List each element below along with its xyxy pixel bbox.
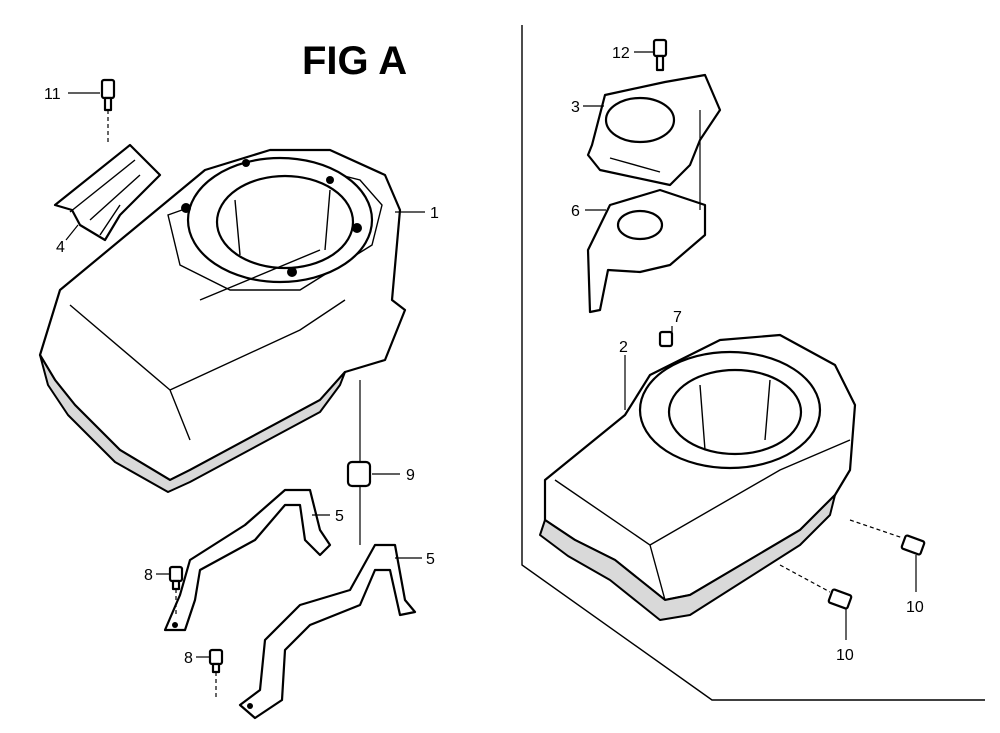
callout-7: 7 [673, 309, 682, 326]
section-divider [521, 25, 985, 701]
callout-8-upper: 8 [144, 567, 153, 584]
bolt-part-7 [658, 330, 674, 348]
bolt-part-11 [100, 78, 116, 145]
stay-part-5-upper [163, 488, 332, 632]
bolt-part-10-right [849, 519, 926, 556]
callout-3: 3 [571, 99, 580, 116]
bolt-part-12 [652, 38, 668, 72]
callout-11: 11 [44, 86, 61, 103]
bracket-part-3 [586, 73, 722, 187]
callout-12: 12 [612, 45, 630, 62]
fan-cover-part-2 [539, 333, 857, 621]
bolt-part-8-lower [208, 648, 224, 698]
callout-5-lower: 5 [426, 551, 435, 568]
callout-1: 1 [430, 205, 439, 222]
figure-title: FIG A [302, 39, 407, 83]
bracket-part-4 [53, 143, 162, 242]
callout-10-right: 10 [906, 599, 924, 616]
plate-part-6 [586, 110, 707, 314]
callout-10-lower: 10 [836, 647, 854, 664]
stay-part-5-lower [238, 543, 417, 720]
bolt-part-8-upper [168, 565, 184, 615]
callout-6: 6 [571, 203, 580, 220]
callout-8-lower: 8 [184, 650, 193, 667]
callout-4: 4 [56, 239, 65, 256]
bolt-part-10-lower [779, 564, 853, 610]
callout-9: 9 [406, 467, 415, 484]
callout-2: 2 [619, 339, 628, 356]
callout-5-upper: 5 [335, 508, 344, 525]
fan-cover-part-1 [38, 148, 407, 493]
collar-part-9 [346, 380, 372, 545]
